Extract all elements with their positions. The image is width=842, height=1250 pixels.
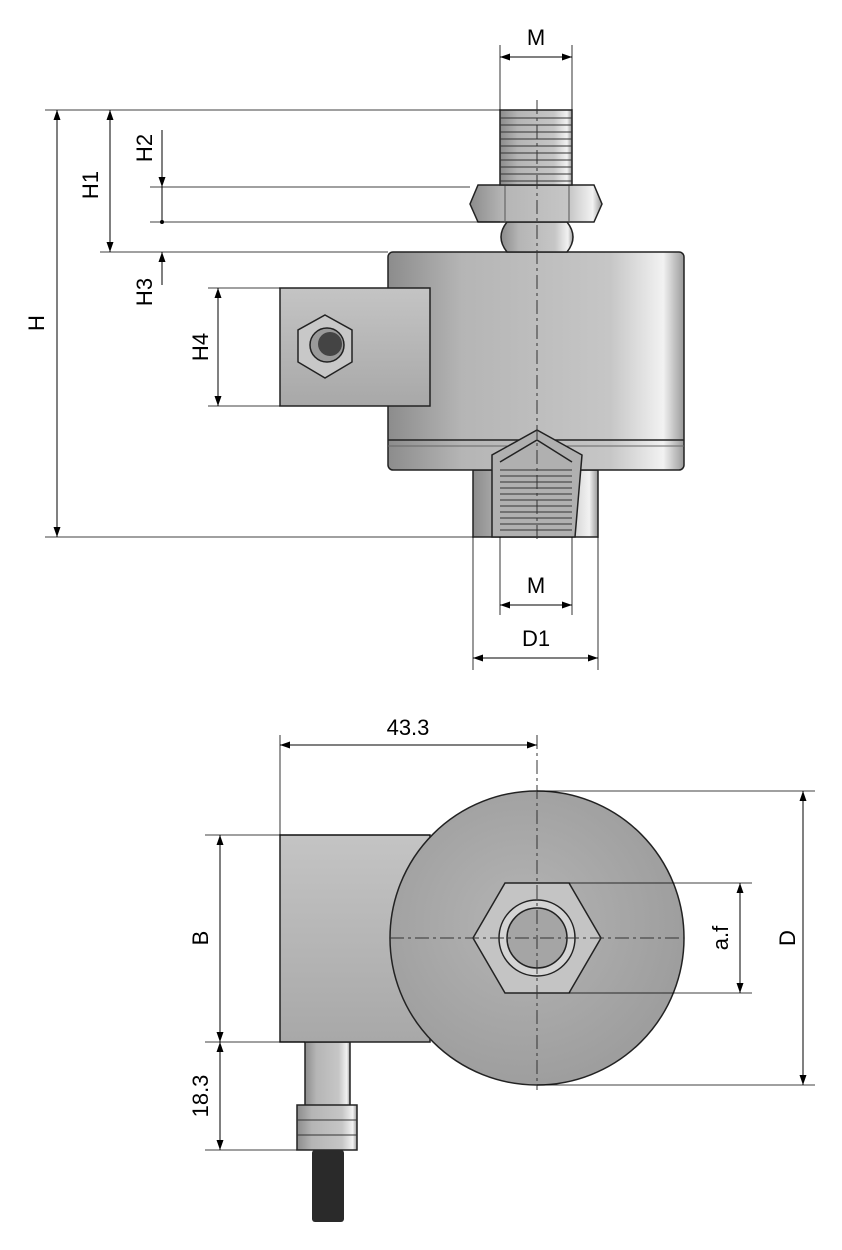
extension-lines-side — [45, 45, 599, 670]
top-threaded-stud — [499, 109, 573, 186]
label-h: H — [24, 315, 49, 331]
label-d1: D1 — [522, 626, 550, 651]
label-43-3: 43.3 — [387, 715, 430, 740]
label-h4: H4 — [188, 333, 213, 361]
cable — [312, 1150, 344, 1222]
label-m-bottom: M — [527, 573, 545, 598]
top-view: 43.3 B 18.3 a.f D — [188, 715, 815, 1222]
label-h3: H3 — [132, 278, 157, 306]
extension-lines-top — [205, 735, 815, 1151]
label-h1: H1 — [78, 171, 103, 199]
label-m-top: M — [527, 25, 545, 50]
label-b: B — [188, 931, 213, 946]
label-af: a.f — [708, 925, 733, 950]
cable-sleeve — [304, 1041, 351, 1108]
label-18-3: 18.3 — [188, 1075, 213, 1118]
label-d: D — [775, 930, 800, 946]
top-hex-nut — [469, 184, 603, 223]
bottom-internal-thread — [500, 469, 572, 531]
side-view: M H H1 H2 H3 H4 M D1 — [24, 25, 685, 670]
label-h2: H2 — [132, 134, 157, 162]
top-thread-lines — [500, 117, 572, 182]
cable-gland — [296, 1104, 358, 1151]
